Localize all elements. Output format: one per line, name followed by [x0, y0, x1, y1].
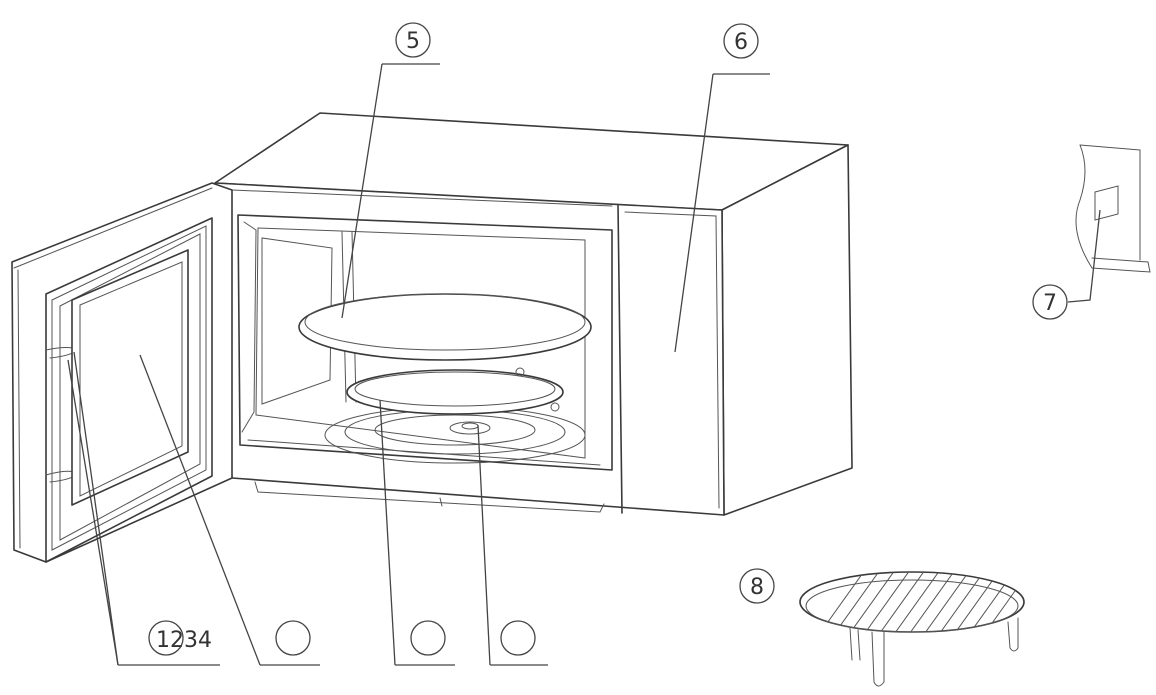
callout-5: 5 — [395, 22, 431, 58]
callout-empty-3 — [410, 620, 446, 656]
door-window — [71, 249, 189, 506]
callout-6-label: 6 — [734, 30, 748, 55]
grill-tray — [298, 293, 592, 361]
roller-ring — [346, 367, 564, 415]
callout-7: 7 — [1032, 284, 1068, 320]
door-latch — [1075, 144, 1151, 273]
callout-empty-2 — [275, 620, 311, 656]
callout-6: 6 — [723, 23, 759, 59]
callout-8: 8 — [739, 568, 775, 604]
callout-8-label: 8 — [750, 575, 764, 600]
callout-1234: 1234 — [148, 620, 212, 656]
leader-lines — [67, 63, 1101, 666]
callout-1234-label: 1234 — [156, 628, 212, 653]
grill-rack — [799, 571, 1025, 687]
callout-5-label: 5 — [406, 29, 420, 54]
callout-empty-4 — [500, 620, 536, 656]
callout-7-label: 7 — [1043, 291, 1057, 316]
